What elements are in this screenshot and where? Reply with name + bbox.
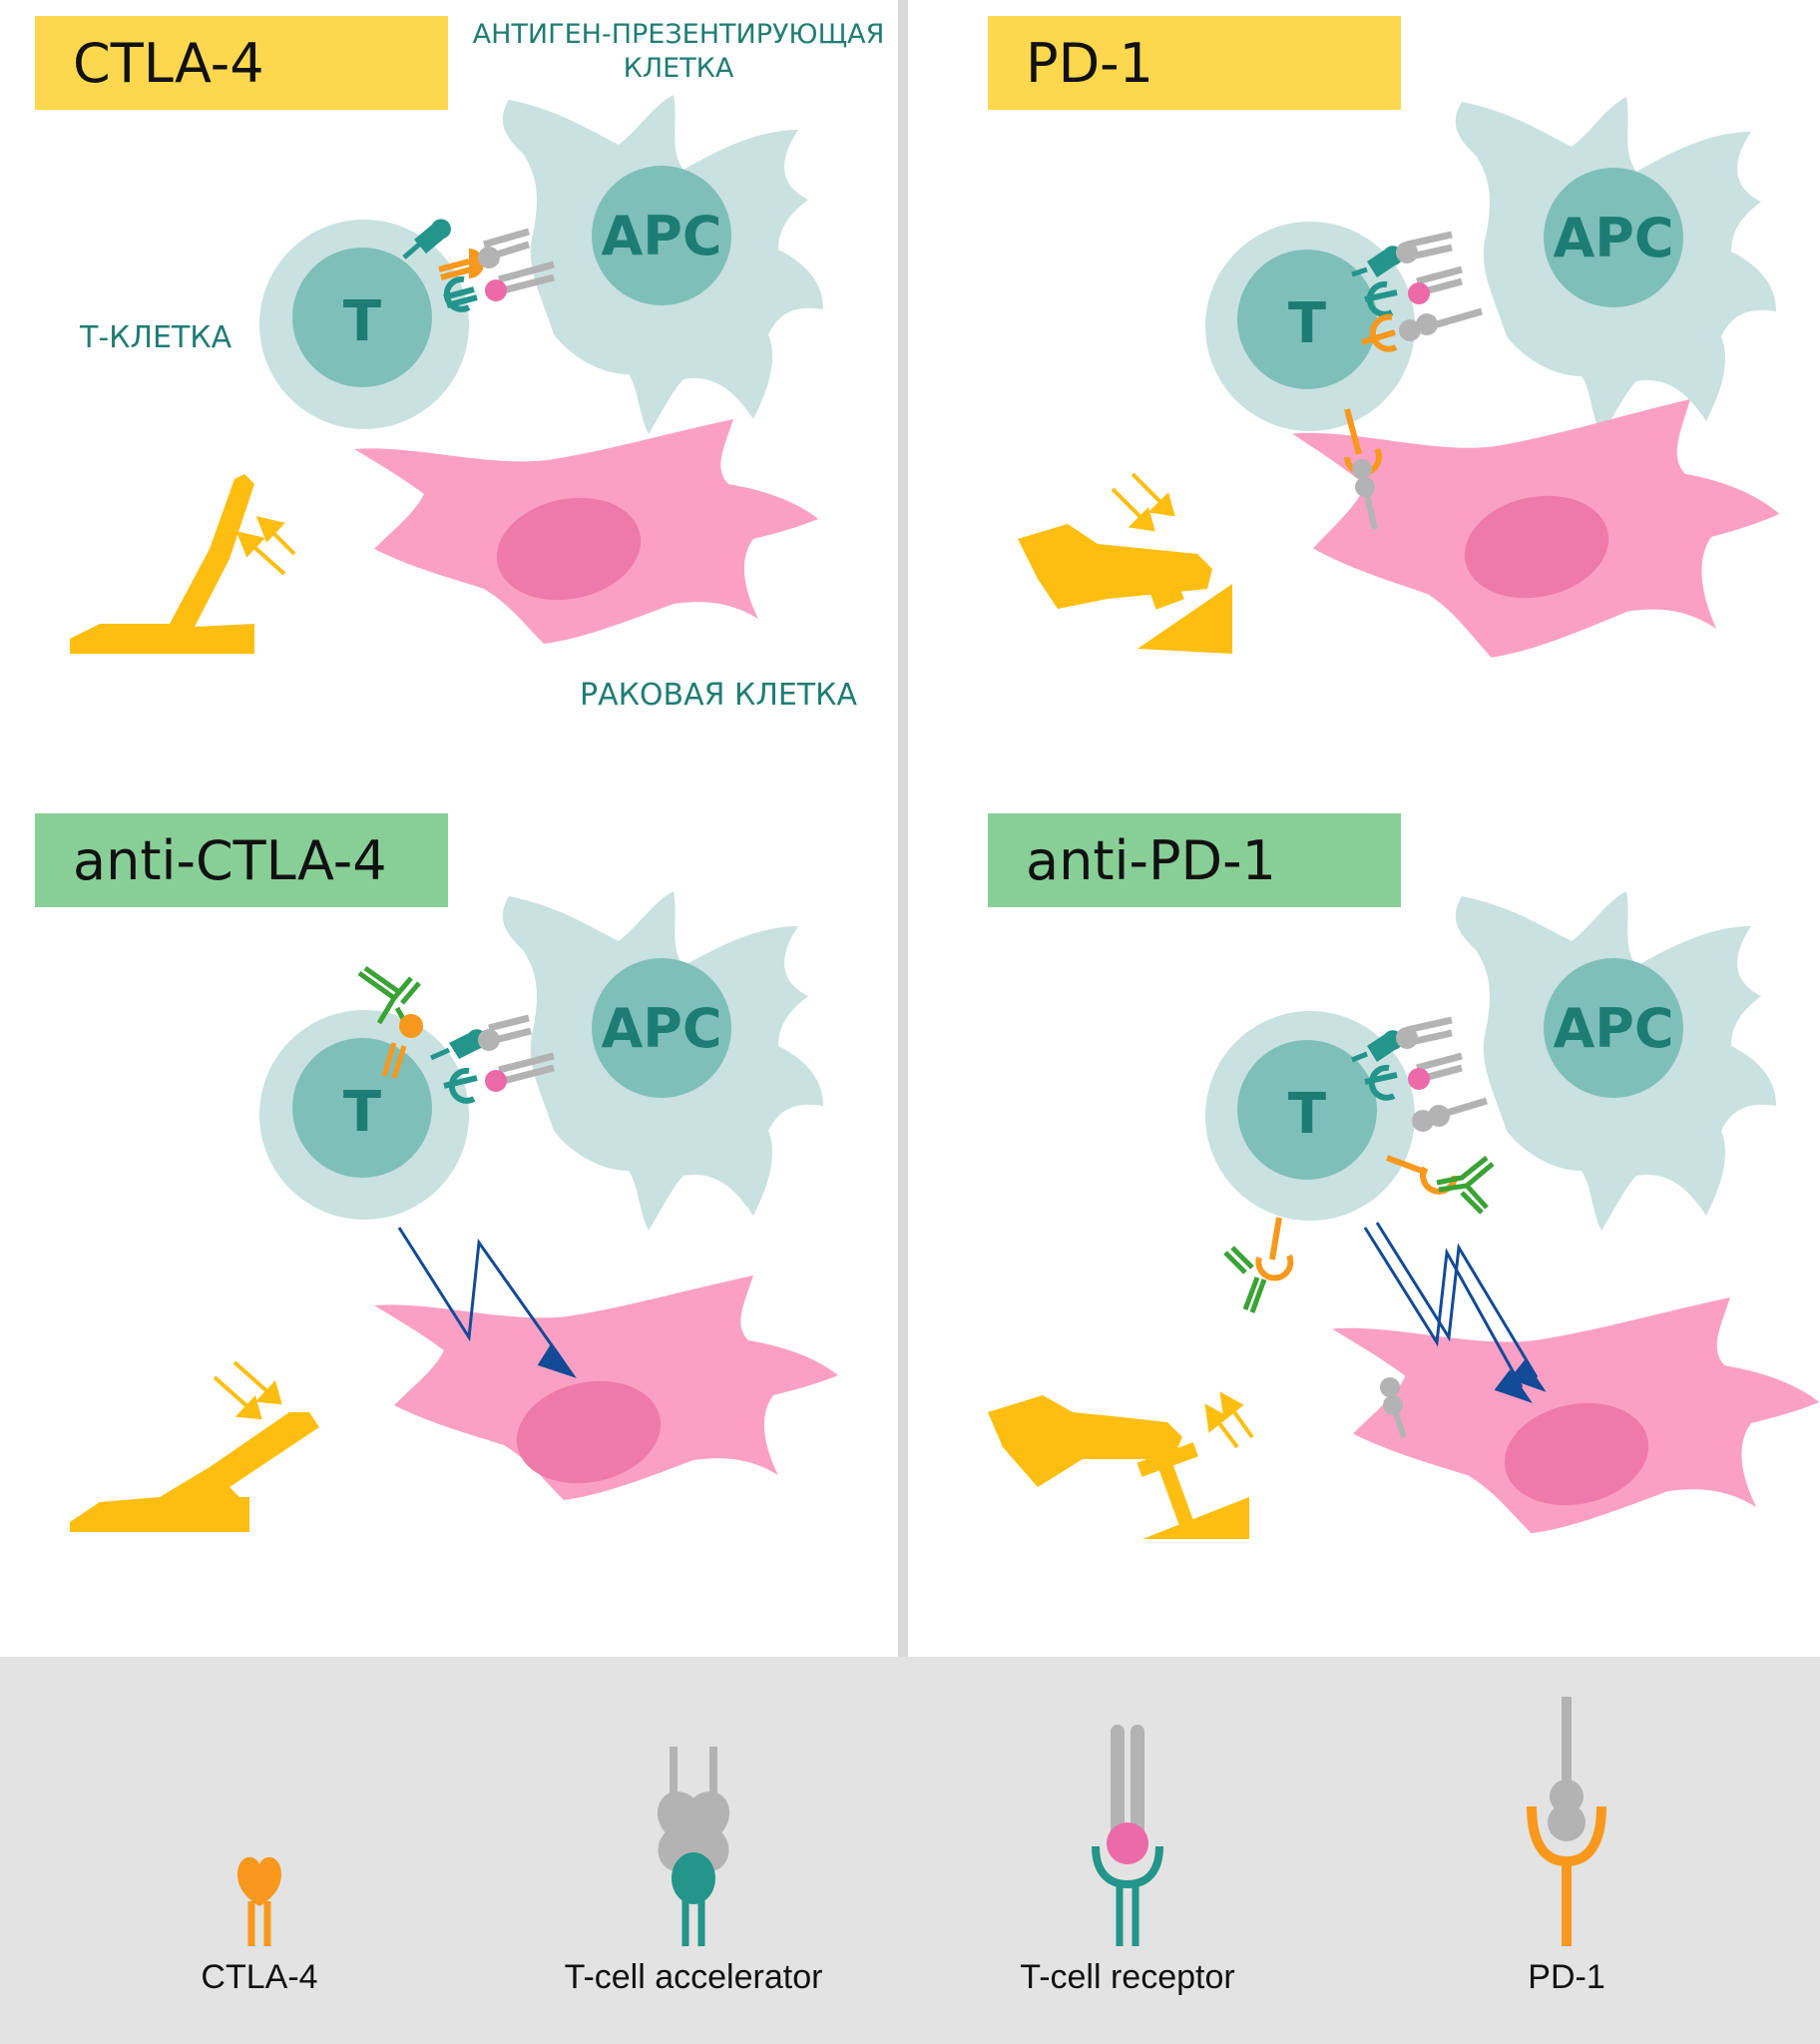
grey-ligands bbox=[478, 228, 555, 295]
t-cell-receptor bbox=[1364, 1064, 1398, 1101]
legend-label: T-cell accelerator bbox=[564, 1958, 823, 1996]
panel-anti-pd1: anti-PD-1 bbox=[908, 798, 1820, 1657]
cancer-cell-caption: РАКОВАЯ КЛЕТКА bbox=[580, 678, 857, 713]
legend-label: PD-1 bbox=[1528, 1958, 1605, 1996]
apc-label: APC bbox=[1553, 207, 1674, 269]
apc-nucleus bbox=[1544, 168, 1683, 307]
cancer-nucleus bbox=[1504, 1402, 1649, 1506]
legend-item-accelerator: T-cell accelerator bbox=[524, 1657, 863, 2044]
apc-caption: АНТИГЕН-ПРЕЗЕНТИРУЮЩАЯ КЛЕТКА bbox=[472, 19, 885, 84]
antigen bbox=[485, 279, 507, 301]
panel-title: anti-PD-1 bbox=[988, 813, 1401, 907]
pdl1-ligand bbox=[1352, 459, 1378, 530]
lever-icon bbox=[70, 474, 254, 654]
legend-label: T-cell receptor bbox=[1020, 1958, 1235, 1996]
cancer-nucleus bbox=[1464, 495, 1609, 599]
antibody-icon bbox=[1436, 1156, 1495, 1215]
legend: CTLA-4 T-cell accelerator T-cell recepto… bbox=[0, 1657, 1820, 2044]
anti-pd1-diagram bbox=[988, 891, 1820, 1539]
pdl1-ligand bbox=[1380, 1377, 1407, 1438]
grey-ligands bbox=[478, 1014, 555, 1086]
pd1-diagram bbox=[1018, 97, 1780, 658]
signal-arrows-icon bbox=[213, 1360, 282, 1420]
apc-label: APC bbox=[601, 205, 722, 267]
legend-item-pd1: PD-1 bbox=[1397, 1657, 1736, 2044]
accelerator-receptor bbox=[429, 1029, 487, 1061]
apc-nucleus bbox=[1544, 958, 1683, 1098]
receptor-icon bbox=[1092, 1725, 1163, 1946]
accelerator-receptor bbox=[402, 219, 451, 259]
signal-arrows-icon bbox=[235, 516, 296, 576]
grey-ligands bbox=[1396, 1016, 1489, 1132]
panel-divider bbox=[898, 0, 908, 1657]
ctla4-receptor bbox=[381, 1014, 423, 1079]
lever-icon bbox=[70, 1412, 319, 1532]
accelerator-icon bbox=[657, 1747, 730, 1946]
t-cell-receptor bbox=[1364, 280, 1398, 317]
panel-title: CTLA-4 bbox=[35, 16, 448, 110]
pd1-receptor bbox=[1255, 1217, 1294, 1281]
panel-title: PD-1 bbox=[988, 16, 1401, 110]
grey-ligands bbox=[1396, 231, 1483, 341]
ctla4-icon bbox=[237, 1856, 281, 1946]
cancer-nucleus bbox=[516, 1380, 662, 1484]
legend-item-ctla4: CTLA-4 bbox=[90, 1657, 429, 2044]
t-cell-nucleus bbox=[292, 248, 432, 387]
signal-arrows-icon bbox=[1111, 472, 1175, 532]
apc-label: APC bbox=[601, 997, 722, 1060]
t-cell-label: T bbox=[342, 1080, 382, 1145]
panel-anti-ctla4: anti-CTLA-4 bbox=[0, 798, 898, 1657]
t-cell-label: T bbox=[1287, 291, 1327, 356]
pd1-icon bbox=[1527, 1697, 1606, 1946]
t-cell-label: T bbox=[342, 289, 382, 354]
brake-foot-icon bbox=[1018, 524, 1232, 654]
panel-pd1: PD-1 bbox=[908, 0, 1820, 798]
accelerator-receptor bbox=[1351, 246, 1403, 277]
attack-arrow-icon bbox=[397, 1227, 577, 1378]
apc-nucleus bbox=[592, 166, 731, 305]
t-cell-receptor bbox=[443, 1067, 478, 1104]
antibody-icon bbox=[1223, 1246, 1267, 1313]
pd1-receptor bbox=[1385, 1155, 1458, 1195]
apc-label: APC bbox=[1553, 997, 1674, 1060]
t-cell-receptor bbox=[443, 275, 478, 312]
t-cell-caption: Т-КЛЕТКА bbox=[80, 320, 232, 355]
apc-nucleus bbox=[592, 958, 731, 1098]
panel-ctla4: CTLA-4 АНТИГЕН-ПРЕЗЕНТИРУЮЩАЯ КЛЕТКА Т-К… bbox=[0, 0, 898, 798]
brake-foot-icon bbox=[988, 1395, 1249, 1539]
antigen bbox=[1408, 1068, 1430, 1090]
panel-title: anti-CTLA-4 bbox=[35, 813, 448, 907]
ctla4-diagram bbox=[70, 95, 823, 654]
pd1-receptor bbox=[1361, 313, 1398, 352]
accelerator-receptor bbox=[1351, 1030, 1403, 1063]
cancer-nucleus bbox=[496, 497, 642, 601]
anti-ctla4-diagram bbox=[70, 891, 838, 1532]
signal-arrows-icon bbox=[1204, 1391, 1254, 1449]
t-cell-nucleus bbox=[1237, 250, 1377, 389]
antigen bbox=[1408, 282, 1430, 304]
t-cell-label: T bbox=[1287, 1082, 1327, 1147]
legend-item-receptor: T-cell receptor bbox=[958, 1657, 1297, 2044]
attack-arrow-icon bbox=[1363, 1222, 1547, 1403]
t-cell-nucleus bbox=[1237, 1040, 1377, 1180]
legend-label: CTLA-4 bbox=[201, 1958, 318, 1996]
antigen bbox=[485, 1070, 507, 1092]
